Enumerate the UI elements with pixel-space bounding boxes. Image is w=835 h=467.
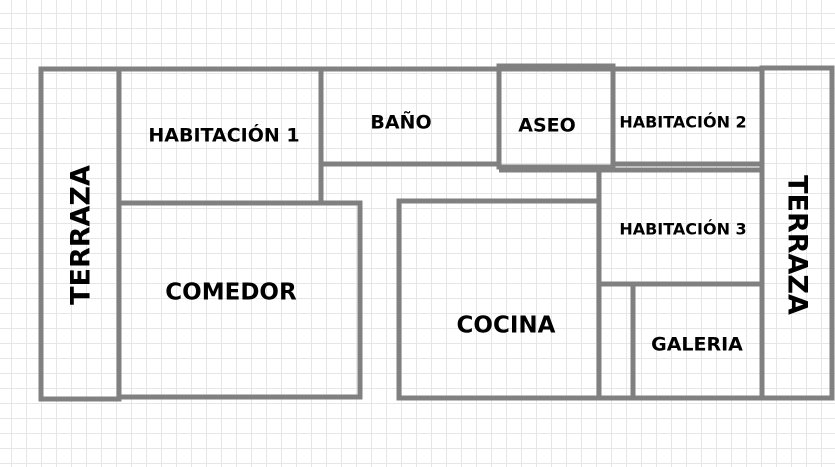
room-label-terraza-right: TERRAZA xyxy=(782,175,813,315)
room-labels: TERRAZA HABITACIÓN 1 COMEDOR BAÑO ASEO C… xyxy=(66,110,813,356)
room-label-bano: BAÑO xyxy=(370,110,431,134)
wall-comedor xyxy=(116,200,363,400)
walls xyxy=(38,63,835,402)
room-label-cocina: COCINA xyxy=(457,313,556,339)
wall-cocina xyxy=(396,198,602,401)
room-label-galeria: GALERIA xyxy=(651,334,743,356)
room-label-comedor: COMEDOR xyxy=(165,280,297,306)
room-label-habitacion-1: HABITACIÓN 1 xyxy=(148,123,299,147)
wall-aseo xyxy=(496,63,616,170)
room-label-aseo: ASEO xyxy=(518,115,576,137)
room-label-terraza-left: TERRAZA xyxy=(66,165,97,305)
wall-terraza-right xyxy=(759,65,835,401)
room-label-habitacion-3: HABITACIÓN 3 xyxy=(619,220,746,239)
room-label-habitacion-2: HABITACIÓN 2 xyxy=(619,113,746,132)
